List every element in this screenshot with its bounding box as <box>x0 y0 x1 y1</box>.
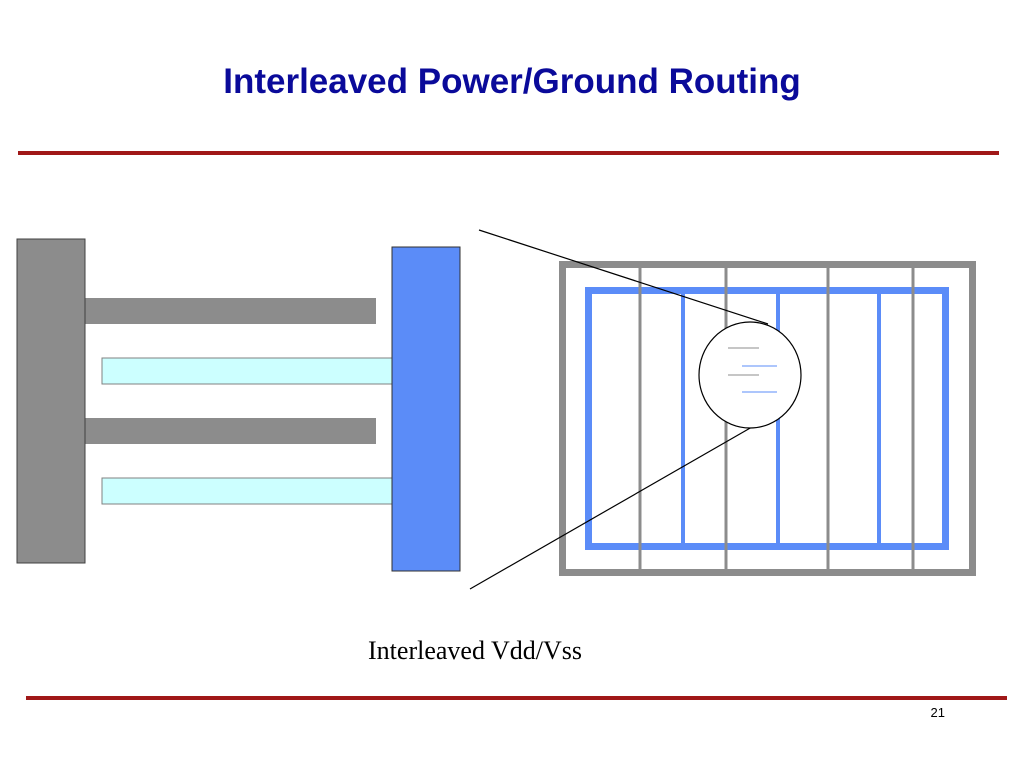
diagram-caption: Interleaved Vdd/Vss <box>368 636 582 665</box>
vss-trunk <box>16 238 86 564</box>
callout-line-bottom <box>469 426 753 590</box>
vdd-trunk <box>391 246 461 572</box>
slide-title: Interleaved Power/Ground Routing <box>223 62 801 101</box>
callout-line-top <box>478 229 769 325</box>
title-divider <box>18 151 999 155</box>
magnifier <box>698 321 802 429</box>
vdd-ring <box>585 287 949 550</box>
vss-fingers-top <box>85 298 376 324</box>
vss-finger-bottom <box>85 418 376 444</box>
vdd-finger-bottom <box>101 477 395 505</box>
grid-routing <box>559 261 976 576</box>
footer-divider <box>26 696 1007 700</box>
comb-routing <box>16 238 461 572</box>
vss-ring <box>559 261 976 576</box>
vdd-finger-top <box>101 357 395 385</box>
page-number: 21 <box>930 705 945 720</box>
